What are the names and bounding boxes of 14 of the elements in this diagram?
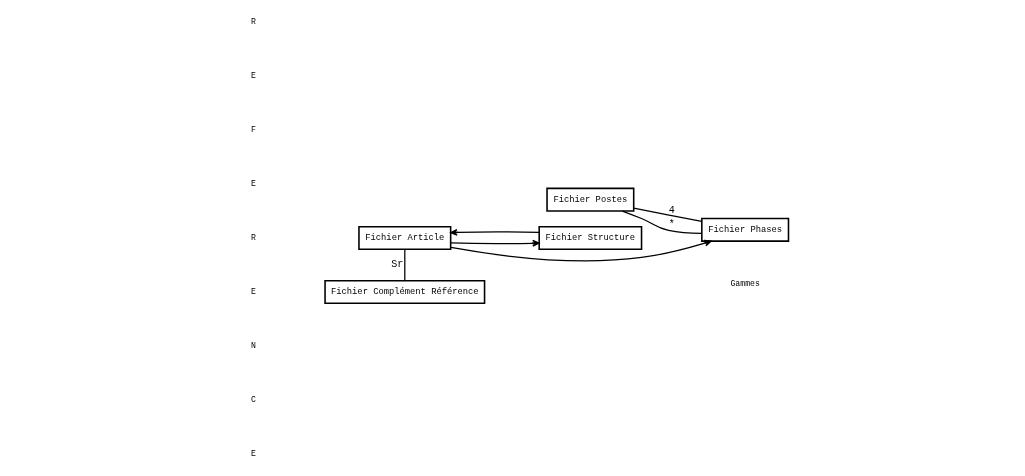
connector [404, 248, 406, 282]
arrow [450, 229, 540, 236]
node-box: Fichier Phases [701, 217, 790, 242]
node-box: Fichier Postes [546, 187, 635, 212]
node-box: Fichier Complément Référence [324, 279, 486, 305]
arrow [450, 239, 712, 262]
edge-label: Sr [391, 259, 404, 271]
edge-label: 4 [668, 204, 675, 216]
edge-label: * [668, 219, 675, 231]
node-box: Fichier Article [358, 225, 452, 251]
node-box: Fichier Structure [538, 225, 643, 251]
connector [621, 210, 703, 235]
arrow [450, 239, 540, 247]
connector [633, 207, 703, 223]
